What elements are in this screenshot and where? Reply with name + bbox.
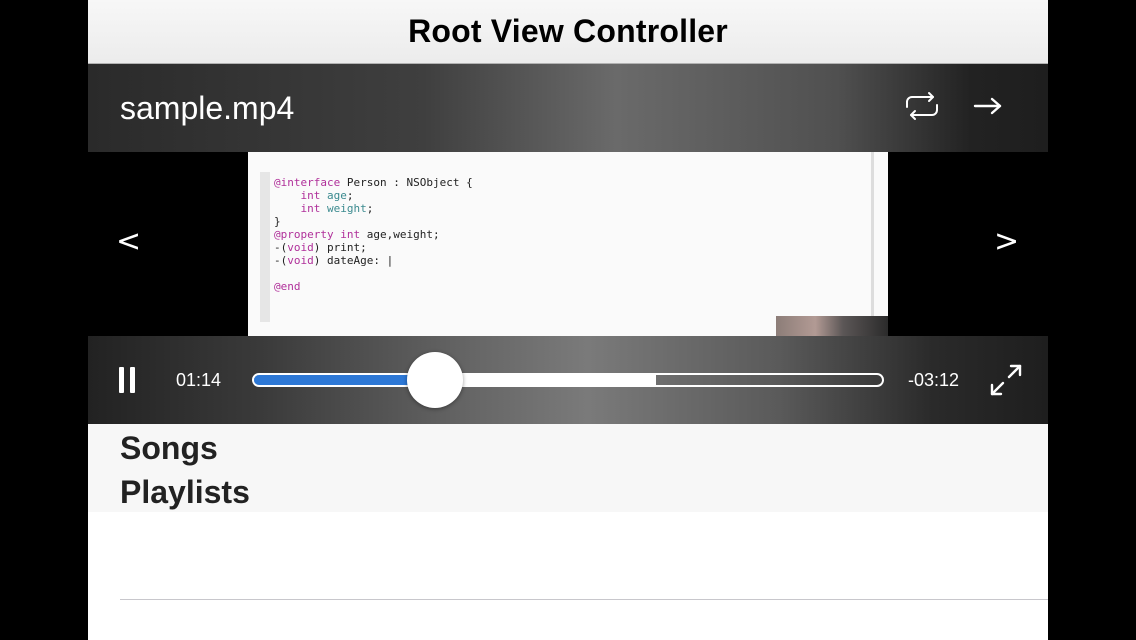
pause-button[interactable] bbox=[114, 364, 140, 396]
webcam-overlay bbox=[776, 316, 888, 336]
code-token: @end bbox=[274, 280, 301, 293]
played-bar bbox=[254, 375, 437, 385]
table-separator bbox=[120, 599, 1048, 600]
code-token: @property bbox=[274, 228, 334, 241]
arrow-right-icon bbox=[973, 96, 1003, 121]
code-token: weight bbox=[327, 202, 367, 215]
app-screen: Root View Controller @interface Person :… bbox=[88, 0, 1048, 640]
editor-gutter bbox=[260, 172, 270, 322]
list-item-songs[interactable]: Songs bbox=[120, 430, 218, 466]
repeat-button[interactable] bbox=[900, 86, 944, 130]
elapsed-time: 01:14 bbox=[176, 370, 222, 390]
player-controls-bar: 01:14 -03:12 bbox=[88, 336, 1048, 424]
file-name: sample.mp4 bbox=[120, 90, 295, 126]
video-player[interactable]: @interface Person : NSObject { int age; … bbox=[88, 64, 1048, 424]
code-token: int bbox=[340, 228, 361, 241]
fullscreen-button[interactable] bbox=[988, 362, 1024, 398]
code-snippet: @interface Person : NSObject { int age; … bbox=[274, 176, 473, 293]
expand-icon bbox=[988, 364, 1024, 402]
library-list: Songs Playlists bbox=[88, 424, 1048, 512]
code-token: int bbox=[300, 202, 321, 215]
code-token: int bbox=[300, 189, 321, 202]
code-token: void bbox=[287, 241, 314, 254]
progress-track[interactable] bbox=[252, 373, 884, 387]
code-token: @interface bbox=[274, 176, 341, 189]
next-button[interactable] bbox=[966, 86, 1010, 130]
editor-scroll-rule bbox=[871, 152, 874, 336]
pause-icon bbox=[119, 367, 124, 393]
remaining-time: -03:12 bbox=[908, 370, 960, 390]
list-item-playlists[interactable]: Playlists bbox=[120, 474, 250, 510]
player-top-bar: sample.mp4 bbox=[88, 64, 1048, 152]
next-chapter-button[interactable]: > bbox=[994, 224, 1020, 259]
navigation-bar: Root View Controller bbox=[88, 0, 1048, 64]
nav-title: Root View Controller bbox=[408, 13, 728, 49]
repeat-icon bbox=[902, 91, 942, 126]
scrubber-thumb[interactable] bbox=[407, 352, 464, 408]
video-frame[interactable]: @interface Person : NSObject { int age; … bbox=[248, 152, 888, 336]
code-token: age bbox=[327, 189, 347, 202]
code-token: void bbox=[287, 254, 314, 267]
previous-chapter-button[interactable]: < bbox=[116, 224, 142, 259]
pause-icon bbox=[130, 367, 135, 393]
